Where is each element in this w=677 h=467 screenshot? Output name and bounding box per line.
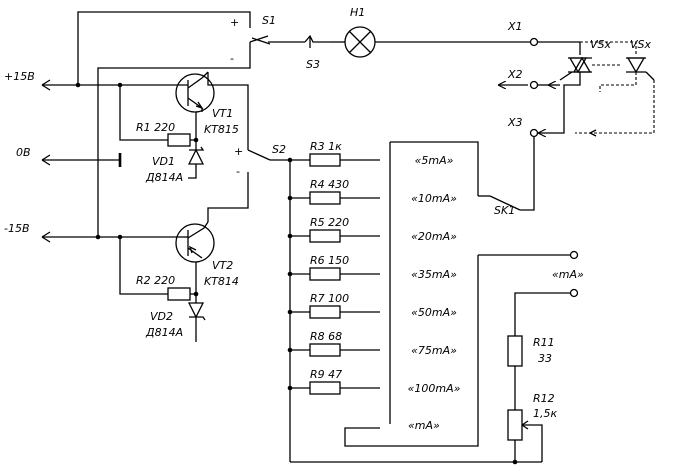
range-label: «35mA» xyxy=(411,268,457,281)
terminal-x2[interactable] xyxy=(529,80,539,90)
vt1-name: VT1 xyxy=(212,107,233,120)
switch-s3 xyxy=(304,34,330,48)
zener-vd2 xyxy=(187,294,206,342)
rail-plus15 xyxy=(41,79,188,91)
ladder-junction xyxy=(287,233,293,239)
resistor-r2 xyxy=(167,287,191,301)
ladder-resistor xyxy=(309,267,341,281)
vsx-1-label: VSx xyxy=(590,38,612,51)
s2-plus: + xyxy=(234,145,243,158)
ladder-junction xyxy=(287,347,293,353)
ladder-resistor-label: R4 430 xyxy=(310,178,349,191)
vd2-name: VD2 xyxy=(150,310,173,323)
vsx-2-label: VSx xyxy=(630,38,652,51)
x1-label: X1 xyxy=(507,20,523,33)
vd1-name: VD1 xyxy=(152,155,175,168)
zener-vd1 xyxy=(187,140,205,179)
ladder-resistor xyxy=(309,305,341,319)
s2-minus: - xyxy=(236,165,240,178)
ladder-junction xyxy=(287,157,293,163)
r12-value: 1,5к xyxy=(533,407,557,420)
ladder-junction xyxy=(287,195,293,201)
switch-s1 xyxy=(251,37,271,45)
ladder-resistor xyxy=(309,381,341,395)
resistor-r11 xyxy=(507,335,523,367)
switch-s2 xyxy=(247,148,290,161)
switch-sk1 xyxy=(478,195,521,211)
v-plus-label: +15В xyxy=(4,70,35,83)
ladder-resistor xyxy=(309,153,341,167)
terminal-x3[interactable] xyxy=(529,128,539,138)
x2-label: X2 xyxy=(507,68,523,81)
triac-vsx-1 xyxy=(558,56,592,134)
ladder-resistor xyxy=(309,191,341,205)
range-ma: «mA» xyxy=(408,419,440,432)
vt1-type: KT815 xyxy=(204,123,239,136)
h1-label: H1 xyxy=(350,6,365,19)
range-selector xyxy=(344,141,570,447)
transistor-vt2 xyxy=(175,172,249,263)
v-zero-label: 0В xyxy=(16,146,31,159)
vd2-type: Д814А xyxy=(145,326,183,339)
x3-label: X3 xyxy=(507,116,523,129)
triac-vsx-2 xyxy=(575,41,655,137)
resistor-ladder: R3 1к «5mA» R4 430 «10mA» R5 220 «20mA» R6 150… xyxy=(287,140,461,462)
transistor-vt1 xyxy=(175,71,249,148)
s1-minus: - xyxy=(230,52,234,65)
top-wiring xyxy=(77,11,530,237)
vd1-type: Д814А xyxy=(145,171,183,184)
terminal-ma-top[interactable] xyxy=(569,250,579,260)
terminal-ma-bottom[interactable] xyxy=(569,288,579,298)
range-label: «10mA» xyxy=(411,192,457,205)
r12-name: R12 xyxy=(533,392,555,405)
s3-label: S3 xyxy=(306,58,320,71)
ladder-resistor-label: R9 47 xyxy=(310,368,342,381)
ladder-resistor xyxy=(309,343,341,357)
vt2-name: VT2 xyxy=(212,259,233,272)
rail-minus15 xyxy=(41,231,180,243)
ladder-junction xyxy=(287,309,293,315)
r11-value: 33 xyxy=(538,352,552,365)
range-label: «50mA» xyxy=(411,306,457,319)
ladder-resistor xyxy=(309,229,341,243)
rail-zero xyxy=(41,153,122,167)
ladder-resistor-label: R3 1к xyxy=(310,140,342,153)
ladder-resistor-label: R7 100 xyxy=(310,292,349,305)
r11-name: R11 xyxy=(533,336,555,349)
ladder-junction xyxy=(287,385,293,391)
lamp-h1 xyxy=(344,26,376,58)
resistor-r1 xyxy=(167,133,191,147)
r2-label: R2 220 xyxy=(136,274,175,287)
ladder-resistor-label: R5 220 xyxy=(310,216,349,229)
sk1-label: SK1 xyxy=(494,204,515,217)
vt2-type: KT814 xyxy=(204,275,239,288)
s1-label: S1 xyxy=(262,14,276,27)
terminal-x1[interactable] xyxy=(529,37,539,47)
v-minus-label: -15В xyxy=(4,222,30,235)
ladder-resistor-label: R6 150 xyxy=(310,254,349,267)
range-label: «75mA» xyxy=(411,344,457,357)
s2-label: S2 xyxy=(272,143,286,156)
ladder-junction xyxy=(287,271,293,277)
range-label: «20mA» xyxy=(411,230,457,243)
range-label: «5mA» xyxy=(415,154,454,167)
ladder-resistor-label: R8 68 xyxy=(310,330,342,343)
ma-terminal-label: «mA» xyxy=(552,268,584,281)
s1-plus: + xyxy=(230,16,239,29)
r1-label: R1 220 xyxy=(136,121,175,134)
range-label: «100mA» xyxy=(408,382,461,395)
